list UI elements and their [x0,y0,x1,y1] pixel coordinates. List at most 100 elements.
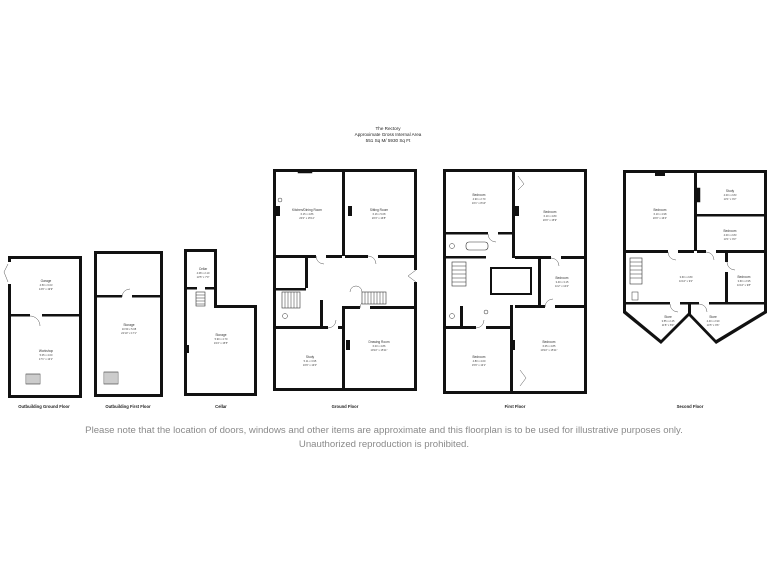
first-door-gap-bed5 [545,304,555,309]
ground-wall-cloak [320,300,323,326]
cellar-storage-dims-imperial: 19'4" x 15'5" [214,341,228,345]
second-door-gap-store2 [699,301,709,306]
cellar-stair-icon [195,291,206,307]
second-store-2-name: Store [709,315,717,319]
first-floor-label: First Floor [505,404,526,409]
ground-wall-hall-left [305,258,308,288]
kitchen-sink-icon [277,197,283,203]
workshop-dims-imperial: 17'1" x 13'1" [39,357,53,361]
area-total: 551 Sq M/ 5930 Sq Ft [366,138,411,143]
first-bed5-closet-icon [519,369,527,387]
second-door-gap-bed1 [668,249,678,254]
kitchen-dining-dims: 6.15 x 4.86 [301,212,314,216]
garage-door-opening [7,262,12,284]
first-bedroom-2-name: Bedroom [544,210,557,214]
second-store1-door-swing [669,303,679,313]
second-floor-label: Second Floor [677,404,704,409]
first-bedroom-4-name: Bedroom [473,355,486,359]
second-stair-treads [630,261,642,279]
second-stair-icon [629,257,643,285]
outbuilding-first-stair-treads [105,372,117,384]
sitting-door-swing [367,255,377,265]
second-store-2-dims: 4.40 x 2.90 [707,319,720,323]
second-store2-door-swing [698,303,708,313]
hall-arch-icon [349,285,363,293]
first-wall-bed3-left [538,259,541,305]
first-door-gap-bed4 [476,325,486,330]
second-bedroom-1-dims: 6.10 x 4.98 [654,212,667,216]
first-bed2-door-swing [550,257,560,267]
outbuilding-storage-dims-imperial: 22'10" x 17'1" [121,331,137,335]
second-wall-store-divider [688,304,691,314]
sitting-room-dims-imperial: 20'3" x 16'8" [372,216,386,220]
second-bedroom-1-dims-imperial: 20'0" x 16'4" [653,216,667,220]
outbuilding-first-floor-plan: Storage 10.50 x 5.08 22'10" x 17'1" Outb… [94,251,163,409]
outbuilding-storage-dims: 10.50 x 5.08 [122,327,137,331]
garage-name: Garage [41,279,52,283]
second-door-gap-store1 [670,301,680,306]
cellar-room-name: Cellar [199,267,208,271]
second-wall-bed2-bottom [697,250,764,253]
first-bedroom-5-name: Bedroom [543,340,556,344]
first-bedroom-1-dims: 4.90 x 2.70 [473,197,486,201]
second-tank-icon [631,291,639,301]
second-door-gap-bed3 [724,262,729,272]
kitchen-dining-name: Kitchen/Dining Room [292,208,322,212]
second-wall-bed1-bottom [626,250,694,253]
garage-dims-imperial: 14'9" x 19'9" [39,287,53,291]
ground-study-dims: 5.11 x 3.95 [304,359,317,363]
second-study-name: Study [726,189,735,193]
first-bedroom-3-name: Bedroom [556,276,569,280]
drawing-room-dims-imperial: 19'10" x 15'11" [371,348,388,352]
outbuilding-ground-walls [8,256,82,398]
sitting-fireplace-icon [348,206,352,216]
first-stair-void [490,267,532,295]
workshop-name: Workshop [39,349,54,353]
workshop-dims: 5.05 x 4.00 [40,353,53,357]
second-bed3-door-swing [726,261,736,271]
second-bedroom-3-dims-imperial: 11'10" x 9'8" [737,283,751,287]
outbuilding-first-floor-label: Outbuilding First Floor [105,404,151,409]
first-bedroom-2-dims-imperial: 20'0" x 15'9" [543,218,557,222]
ground-door-gap-study [328,325,338,330]
second-bedroom-2-dims-imperial: 13'1" x 9'3" [724,237,737,241]
second-bedroom-3-name: Bedroom [738,275,751,279]
cellar-partition-right [205,287,214,290]
ground-study-name: Study [306,355,315,359]
first-bed4-door-swing [475,319,485,329]
second-store-1-name: Store [664,315,672,319]
cellar-chimney-breast [185,345,189,353]
ground-wall-sitting-bottom [345,255,414,258]
second-wall-landing-bottom [626,302,764,305]
first-bed1-door-swing [487,233,497,243]
first-door-gap-bed1 [488,231,498,236]
first-bedroom-3-dims: 3.40 x 3.15 [556,280,569,284]
outbuilding-ground-floor-label: Outbuilding Ground Floor [18,404,70,409]
first-wall-bath-bottom [446,256,486,259]
first-bath-icon [465,241,489,251]
first-wall-ensuite [460,306,463,326]
ground-wall-drawing-top [345,306,414,309]
first-bedroom-5-dims-imperial: 19'10" x 15'11" [541,348,558,352]
kitchen-range-icon [276,206,280,216]
first-door-gap-bed2 [551,255,561,260]
cellar-storage-dims: 5.90 x 4.70 [215,337,228,341]
ground-study-dims-imperial: 16'9" x 13'0" [303,363,317,367]
second-floor-walls [0,0,768,170]
second-wall-study-bottom [697,214,764,217]
second-bed2-door-swing [705,251,715,261]
workshop-door-swing [29,315,41,327]
cellar-plan: Cellar 4.08 x 2.10 13'5" x 7'0" Storage … [184,249,257,409]
first-bedroom-1-dims-imperial: 16'1" x 8'10" [472,201,486,205]
ground-wall-kitchen-sitting [342,172,345,256]
first-wc-icon [449,243,455,249]
second-landing-dims-imperial: 11'10" x 9'2" [679,279,693,283]
first-stair-treads [452,265,466,283]
property-name: The Rectory [375,126,401,131]
cellar-storage-name: Storage [215,333,226,337]
first-bed5-door-swing [544,298,554,308]
garage-door-icon [3,263,9,283]
cellar-walls [184,249,257,396]
cellar-partition-left [187,287,197,290]
